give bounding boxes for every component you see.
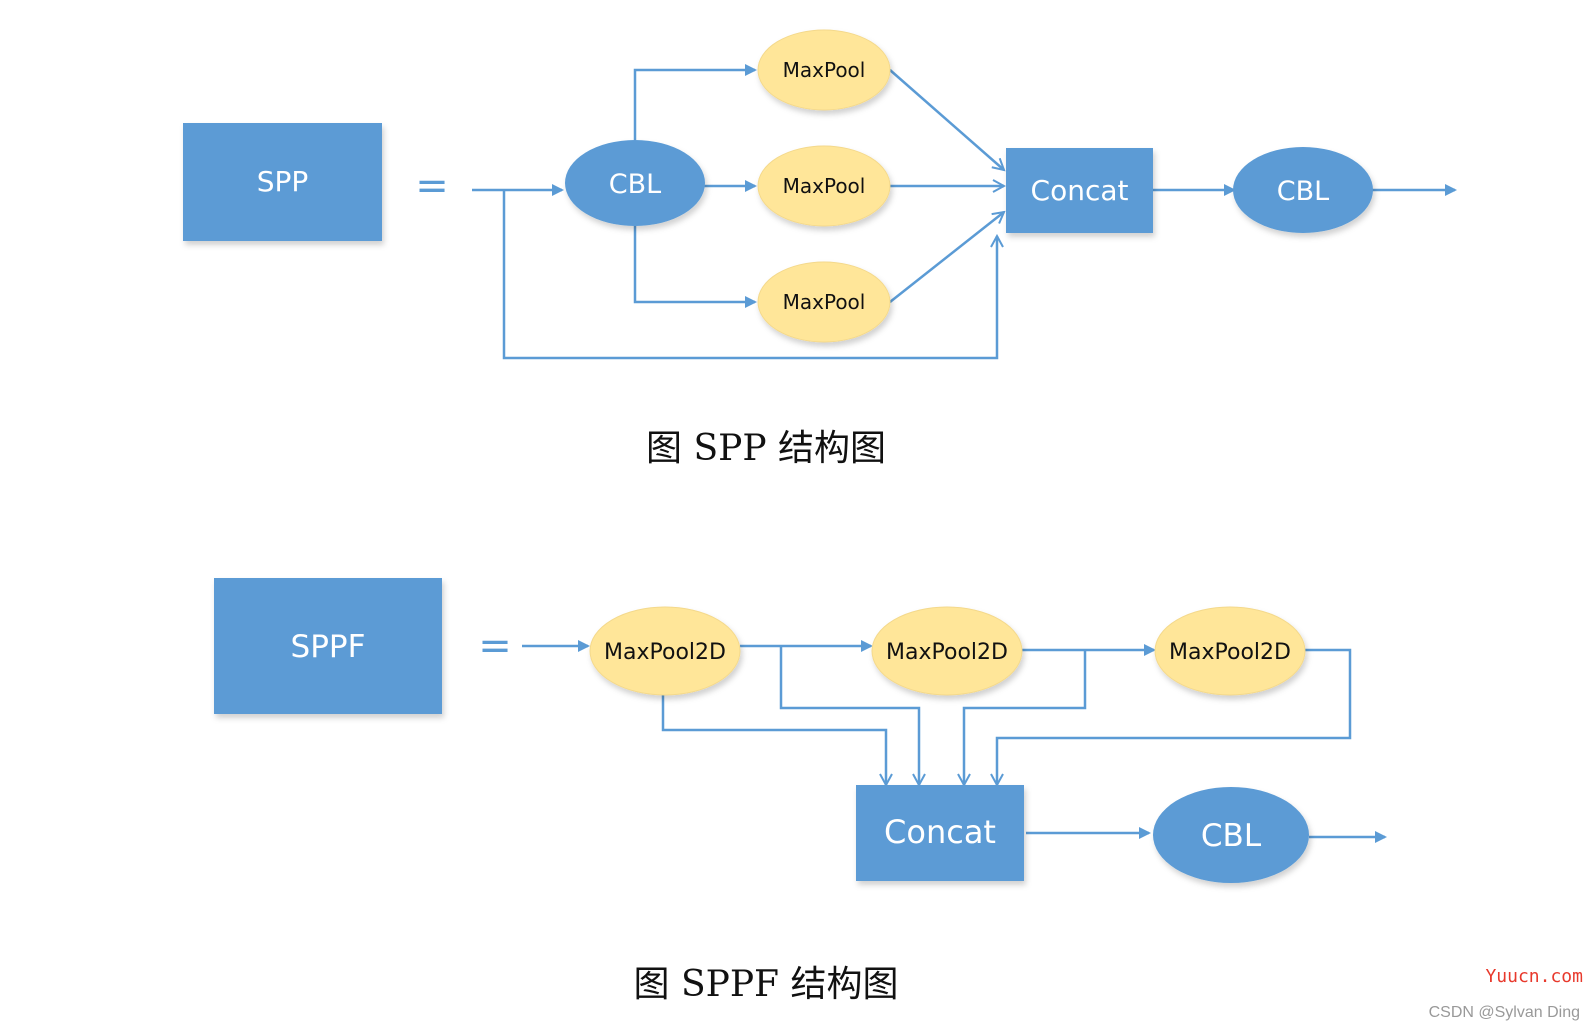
sppf-block-label: SPPF: [291, 629, 366, 665]
sppf-edges: [522, 640, 1387, 843]
spp-cbl-out-label: CBL: [1277, 176, 1329, 207]
sppf-maxpool2d-2-label: MaxPool2D: [886, 640, 1008, 665]
watermark-site: Yuucn.com: [1485, 966, 1583, 987]
sppf-concat-label: Concat: [884, 813, 996, 851]
sppf-maxpool2d-3-node: MaxPool2D: [1154, 606, 1306, 696]
spp-equals-sign: =: [415, 163, 449, 209]
sppf-maxpool2d-1-label: MaxPool2D: [604, 640, 726, 665]
spp-edge-cbl-to-maxpool-3: [633, 226, 757, 308]
spp-caption: 图 SPP 结构图: [646, 428, 886, 469]
spp-edges: [472, 64, 1457, 360]
spp-cbl-in-node: CBL: [565, 140, 705, 226]
sppf-diagram: SPPF = MaxPool2D MaxPool2D MaxPool2D: [214, 578, 1387, 1005]
spp-edge-cbl-to-maxpool-1: [633, 64, 757, 140]
sppf-concat-node: Concat: [856, 785, 1024, 881]
watermark-author: CSDN @Sylvan Ding: [1429, 1004, 1580, 1021]
spp-edge-maxpool-1-to-concat: [889, 69, 1004, 170]
spp-maxpool-3-node: MaxPool: [757, 261, 891, 343]
sppf-edge-maxpool2d-3-to-concat: [997, 648, 1352, 785]
spp-edge-maxpool-3-to-concat: [889, 212, 1004, 303]
spp-concat-label: Concat: [1031, 174, 1129, 207]
spp-diagram: SPP = CBL MaxPool MaxPool: [183, 29, 1457, 469]
sppf-edge-maxpool2d-1-branch-to-concat: [779, 646, 919, 785]
sppf-cbl-out-node: CBL: [1153, 787, 1309, 883]
sppf-maxpool2d-1-node: MaxPool2D: [589, 606, 741, 696]
sppf-equals-sign: =: [478, 623, 512, 669]
sppf-edge-maxpool2d-1-out-to-concat: [661, 694, 886, 785]
sppf-edge-maxpool2d-2-branch-to-concat: [964, 650, 1087, 785]
sppf-maxpool2d-3-label: MaxPool2D: [1169, 640, 1291, 665]
spp-concat-node: Concat: [1006, 148, 1153, 233]
sppf-maxpool2d-2-node: MaxPool2D: [871, 606, 1023, 696]
sppf-cbl-out-label: CBL: [1201, 818, 1262, 854]
sppf-caption: 图 SPPF 结构图: [634, 964, 899, 1005]
spp-maxpool-1-node: MaxPool: [757, 29, 891, 111]
spp-block-label: SPP: [257, 165, 309, 198]
spp-maxpool-2-label: MaxPool: [783, 174, 866, 198]
spp-maxpool-3-label: MaxPool: [783, 290, 866, 314]
sppf-block: SPPF: [214, 578, 442, 714]
spp-maxpool-1-label: MaxPool: [783, 58, 866, 82]
spp-edge-shortcut-to-concat: [502, 190, 997, 360]
spp-maxpool-2-node: MaxPool: [757, 145, 891, 227]
spp-cbl-in-label: CBL: [609, 169, 661, 200]
spp-cbl-out-node: CBL: [1233, 147, 1373, 233]
spp-block: SPP: [183, 123, 382, 241]
